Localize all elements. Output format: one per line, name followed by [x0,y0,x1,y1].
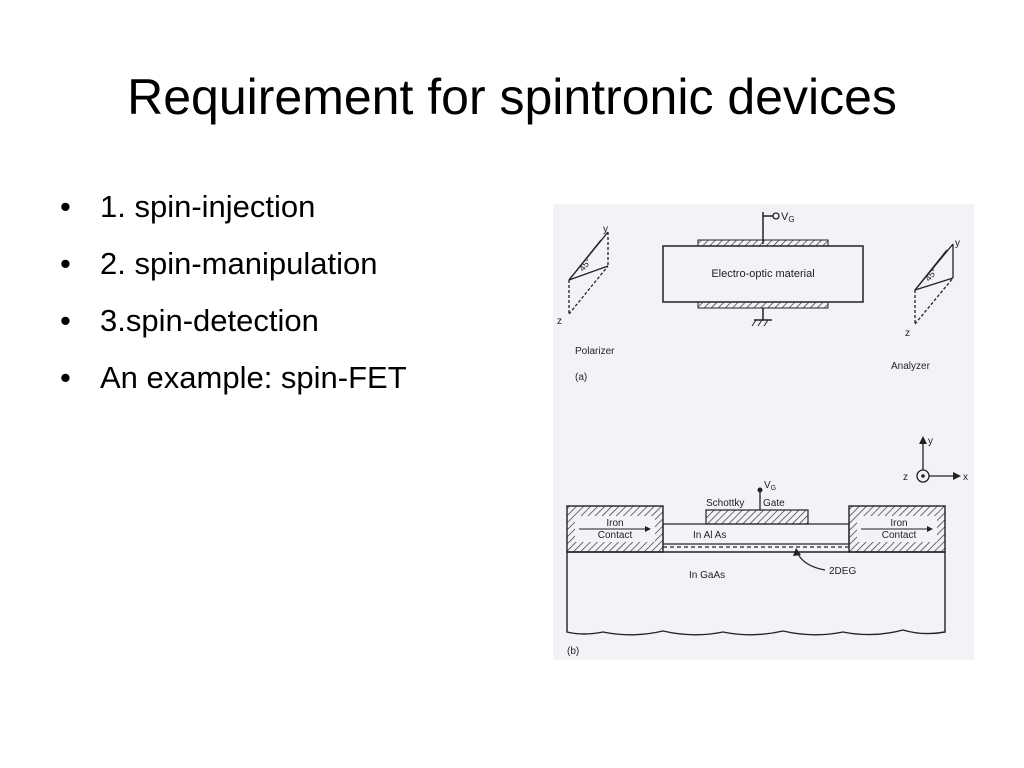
schottky-label: Schottky [706,498,744,509]
analyzer-axes [914,243,954,325]
right-contact-line2: Contact [882,530,917,541]
left-contact-arrow-icon [645,526,651,532]
bullet-item: • 2. spin-manipulation [60,245,480,283]
gate-label-a: VG [781,211,795,224]
schottky-gate [705,509,809,525]
bullet-text: 1. spin-injection [100,189,316,224]
panel-a: VG Electro-optic material y [557,211,960,383]
inalas-layer [662,523,850,545]
twodeg-arrow-icon [793,548,801,556]
ground-tick [751,319,757,327]
polarizer-axes [568,231,609,315]
slide-title: Requirement for spintronic devices [127,69,897,125]
polarizer-label: Polarizer [575,346,615,357]
bullet-item: • 3.spin-detection [60,302,480,340]
bullet-item: • 1. spin-injection [60,188,480,226]
bottom-electrode [697,301,829,309]
bullet-glyph: • [60,246,71,281]
ingaas-substrate [566,551,946,636]
bullet-list: • 1. spin-injection • 2. spin-manipulation… [60,188,480,416]
axis-y-arrow-icon [919,436,927,444]
spin-fet-figure: VG Electro-optic material y [553,204,974,660]
panel-b: y z x VG Schottky Gate In Al As Iron Con… [566,436,968,657]
twodeg-label: 2DEG [829,566,856,577]
left-contact-line2: Contact [598,530,633,541]
bullet-glyph: • [60,360,71,395]
figure-svg: VG Electro-optic material y [557,211,968,657]
gate-terminal-b-icon [757,487,763,493]
bullet-text: 2. spin-manipulation [100,246,378,281]
ground-tick [763,319,769,327]
analyzer-axis-z: z [905,328,910,339]
polarizer-angle: 45° [577,256,594,273]
bullet-glyph: • [60,189,71,224]
bullet-item: • An example: spin-FET [60,359,480,397]
panel-b-label: (b) [567,646,579,657]
axis-x-label: x [963,472,968,483]
analyzer-axis-y: y [955,238,960,249]
analyzer-angle: 45° [923,266,940,283]
material-label: Electro-optic material [711,268,814,280]
gate-word: Gate [763,498,785,509]
gate-label-b: VG [764,480,776,492]
left-contact-line1: Iron [606,518,623,529]
polarizer-axis-z: z [557,316,562,327]
axis-z-dot [921,474,925,478]
axis-y-label: y [928,436,933,447]
ingaas-label: In GaAs [689,570,725,581]
axis-x-arrow-icon [953,472,961,480]
polarizer-axis-y: y [603,224,608,235]
inalas-label: In Al As [693,530,726,541]
twodeg-pointer [796,551,826,571]
right-contact-arrow-icon [927,526,933,532]
top-electrode [697,239,829,247]
axis-z-label: z [903,472,908,483]
ground-tick [757,319,763,327]
bullet-text: 3.spin-detection [100,303,319,338]
analyzer-label: Analyzer [891,361,931,372]
right-contact-line1: Iron [890,518,907,529]
bullet-glyph: • [60,303,71,338]
gate-terminal-icon [772,212,780,220]
bullet-text: An example: spin-FET [100,360,407,395]
panel-a-label: (a) [575,372,587,383]
coordinate-axes [916,440,955,483]
